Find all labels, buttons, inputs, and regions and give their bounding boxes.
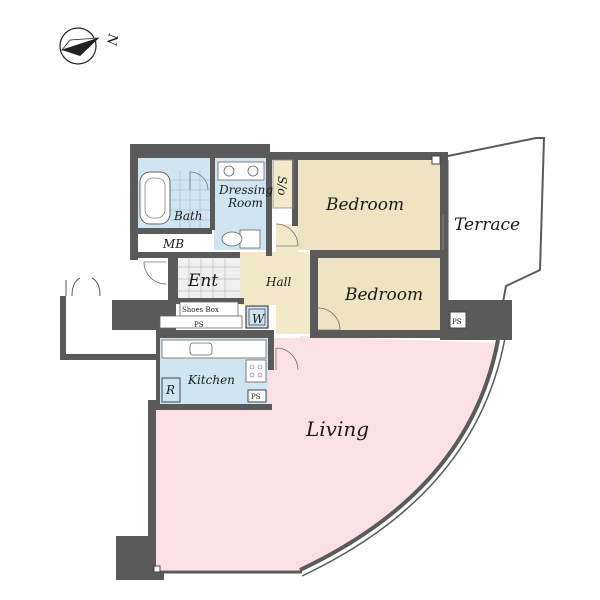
washer-box <box>245 305 269 329</box>
kitchen-counter <box>161 339 267 383</box>
refrigerator-label: R <box>165 383 175 397</box>
entrance-label: Ent <box>187 271 218 291</box>
mb-label: MB <box>162 237 184 251</box>
bedroom-2-floor <box>318 258 444 334</box>
dressing-room-label-line1: Dressing <box>218 183 273 197</box>
bathtub <box>139 171 171 225</box>
ps-label-3: PS <box>251 393 261 401</box>
bath-label: Bath <box>173 209 203 223</box>
washbasins <box>217 161 265 181</box>
hall-label: Hall <box>265 275 291 289</box>
north-label: N <box>103 32 120 47</box>
entrance-tiles <box>178 256 240 302</box>
walls <box>60 144 512 580</box>
washer-label: W <box>252 312 266 326</box>
terrace-outline <box>447 137 546 341</box>
north-arrow-icon: N <box>59 27 120 65</box>
storage-floor <box>273 160 293 208</box>
bedroom-1-floor <box>298 160 444 250</box>
ps-box-2 <box>247 389 267 403</box>
bedroom-1-label: Bedroom <box>325 195 404 215</box>
living-glass-wall <box>299 339 500 572</box>
dressing-room-label-line2: Room <box>227 196 263 210</box>
ps-box-1 <box>449 311 467 329</box>
storage-label: S/o <box>275 176 289 196</box>
hall-floor <box>240 252 316 334</box>
shoes-box-label: Shoes Box <box>182 306 219 314</box>
kitchen-label: Kitchen <box>187 373 235 387</box>
door-swings <box>143 171 341 371</box>
bedroom-2-label: Bedroom <box>344 285 423 305</box>
ps-label-2: PS <box>194 321 204 329</box>
living-label: Living <box>305 417 369 441</box>
terrace-label: Terrace <box>454 215 520 235</box>
toilet <box>221 229 261 249</box>
refrigerator-box <box>161 377 181 403</box>
ps-label-1: PS <box>452 318 462 326</box>
